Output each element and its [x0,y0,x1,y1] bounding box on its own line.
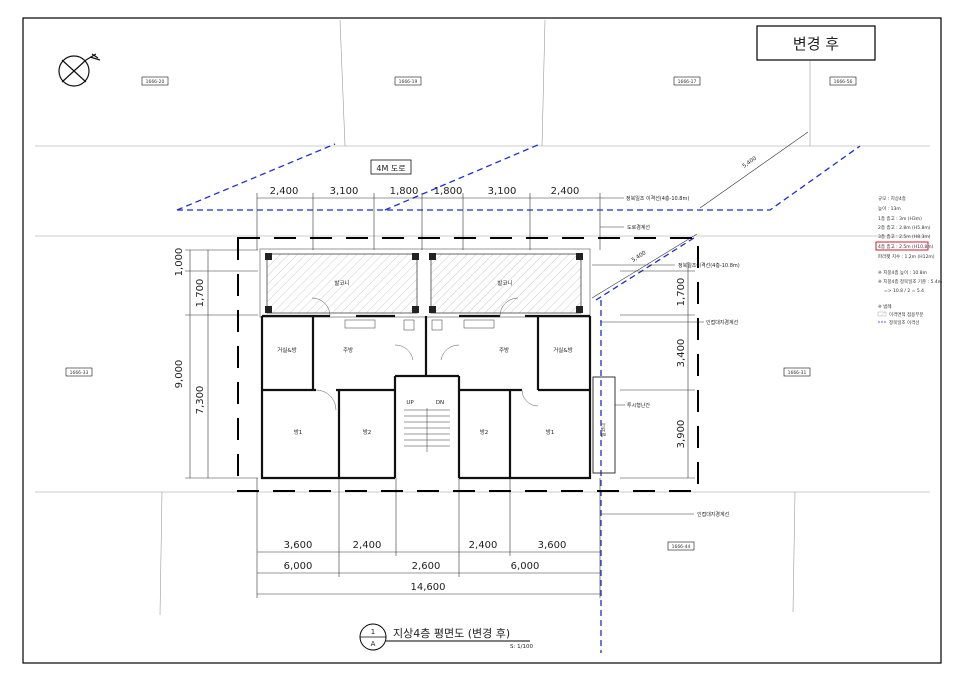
lot-label-bottom: 1666-44 [672,544,691,550]
side-balcony [592,376,616,474]
lot-label-left: 1666-33 [70,370,89,376]
balcony-left-area [266,253,418,314]
lot-label-boxes [65,76,857,551]
building-outline [237,237,699,492]
callout-adj-boundary-right: 인접대지경계선 [706,319,739,326]
lot-label-top-left: 1666-20 [146,79,165,85]
bottom-dim-r1-3: 2,400 [469,540,498,551]
room-2-right: 방2 [480,428,489,436]
north-arrow-icon [58,53,101,87]
room-2-left: 방2 [363,428,372,436]
drawing-title-scale: S: 1/100 [510,644,533,650]
title-box-text: 변경 후 [793,35,839,53]
kitchen-fixtures [344,319,495,331]
room-balcony-right: 발코니 [497,279,512,287]
left-dim-7300: 7,300 [195,386,206,415]
callout-setback-mid: 정북일조이격선(4층-10.8m) [678,262,740,269]
bottom-dim-r2-1: 6,000 [284,561,313,572]
note-line: 이격면적 점용부분 [889,311,924,318]
top-dimension-chain [256,193,601,250]
setback-lines [176,143,861,653]
bottom-dim-r2-3: 6,000 [511,561,540,572]
note-line: ※ 지붕4층 높이 : 10.8m [878,269,927,276]
diag-dim-top: 5,400 [742,155,759,169]
drawing-title [359,623,530,651]
building-walls [260,314,592,480]
top-dim-3: 1,800 [390,186,419,197]
stair-dn: DN [436,400,444,406]
side-balcony-label: 발코니 [600,423,607,437]
callout-setback-top: 정북일조 이격선(4층-10.8m) [626,195,689,202]
room-balcony-left: 발코니 [334,279,349,287]
top-dim-1: 2,400 [270,186,299,197]
top-dim-2: 3,100 [330,186,359,197]
callout-leaders [592,197,704,515]
sheet-border [22,17,942,664]
balcony-right-area [430,253,582,314]
lot-label-top-far-right: 1666-56 [834,79,853,85]
bottom-dim-total: 14,600 [411,582,446,593]
bottom-dim-r1-1: 3,600 [284,540,313,551]
left-dimension-chain [185,249,258,479]
top-dim-5: 3,100 [488,186,517,197]
note-line: 2층 층고 : 2.8m (H5.8m) [878,224,931,231]
drawing-title-letter: A [371,640,376,648]
room-1-right: 방1 [546,428,555,436]
note-line: 파라펫 치수 : 1.2m (H12m) [878,253,935,260]
road-label-box [370,159,412,175]
room-1-left: 방1 [294,428,303,436]
lot-label-top-mid: 1666-19 [399,79,418,85]
lot-label-top-right: 1666-17 [678,79,697,85]
legend-swatch-hatch [877,311,887,317]
drawing-title-number: 1 [371,628,375,636]
diagonal-dimensions [591,131,809,299]
right-dim-1700: 1,700 [676,278,687,307]
note-line: 3층 층고 : 2.5m (H8.3m) [878,233,931,240]
notes-block: 규모 : 지상4층 높이 : 13m 1층 층고 : 3m (H3m) 2층 층… [875,195,942,326]
bottom-dimension-chain [256,478,601,598]
diag-dim-mid: 5,400 [631,250,648,264]
callout-balcony-rail: 투시형난간 [627,402,650,409]
title-box [756,25,876,61]
stair [404,408,450,452]
room-living-right: 거실&방 [553,346,572,354]
bottom-dim-r1-4: 3,600 [538,540,567,551]
balcony-columns [265,253,583,313]
note-line: 규모 : 지상4층 [878,195,906,202]
note-line: => 10.8 / 2 = 5.4 [884,288,924,294]
drawing-title-text: 지상4층 평면도 (변경 후) [393,627,510,640]
room-kitchen-right: 주방 [499,346,509,354]
note-line: ※ 범례 [878,303,891,310]
note-line: 높이 : 13m [878,205,901,212]
top-dim-4: 1,800 [434,186,463,197]
bottom-dim-r1-2: 2,400 [353,540,382,551]
right-dim-3400: 3,400 [676,339,687,368]
right-dim-3900: 3,900 [676,420,687,449]
note-line: ※ 지붕4층 정북일조 기준 : 5.4m [878,278,942,285]
room-kitchen-left: 주방 [343,346,353,354]
lot-label-right: 1666-31 [788,370,807,376]
right-dimension-chain [620,262,695,479]
road-label: 4M 도로 [376,164,405,173]
note-line: 4층 층고 : 2.5m (H10.8m) [878,243,934,250]
left-dim-1000: 1,000 [174,248,185,277]
callout-adj-boundary-bottom: 인접대지경계선 [697,511,730,518]
note-line: 정북일조 이격선 [889,319,919,326]
note-highlight-box [875,241,929,251]
door-swings [311,297,539,411]
room-living-left: 거실&방 [277,346,296,354]
bottom-dim-r2-2: 2,600 [412,561,441,572]
stair-up: UP [406,400,414,406]
lot-lines [35,19,930,616]
callout-road-boundary: 도로경계선 [627,224,650,231]
left-dim-9000: 9,000 [174,360,185,389]
left-dim-1700: 1,700 [195,279,206,308]
top-dim-6: 2,400 [551,186,580,197]
note-line: 1층 층고 : 3m (H3m) [878,215,922,222]
